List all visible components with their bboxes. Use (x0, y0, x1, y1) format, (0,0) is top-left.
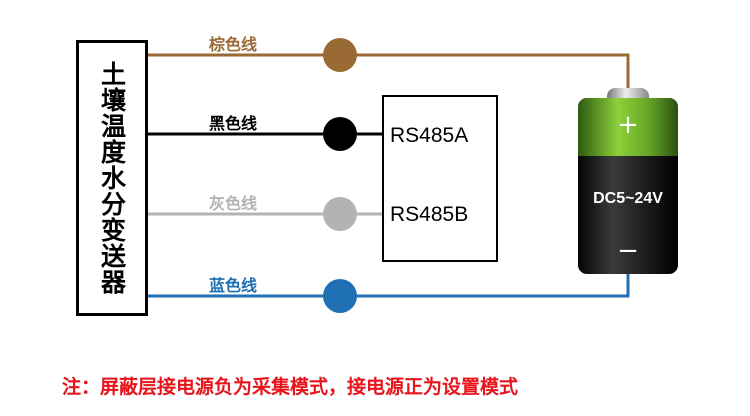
battery: + DC5~24V − (578, 88, 678, 274)
gray-terminal-dot (323, 197, 357, 231)
battery-minus-sign: − (617, 236, 639, 266)
rs485-box: RS485A RS485B (382, 95, 498, 262)
black-wire-label: 黑色线 (209, 114, 258, 133)
rs485a-label: RS485A (390, 124, 469, 147)
sensor-box: 土壤温度水分变送器 (76, 40, 148, 316)
gray-wire-label: 灰色线 (209, 194, 258, 213)
blue-wire-label: 蓝色线 (209, 276, 258, 295)
blue-wire (148, 272, 630, 298)
sensor-label: 土壤温度水分变送器 (97, 61, 127, 295)
brown-wire (148, 53, 630, 96)
brown-terminal-dot (323, 38, 357, 72)
black-terminal-dot (323, 117, 357, 151)
battery-body: + DC5~24V − (578, 98, 678, 274)
brown-wire-label: 棕色线 (209, 35, 258, 54)
note-text: 注：屏蔽层接电源负为采集模式，接电源正为设置模式 (62, 376, 519, 398)
battery-voltage-label: DC5~24V (593, 190, 663, 207)
battery-plus-sign: + (617, 110, 639, 140)
battery-green-band (578, 98, 678, 156)
blue-terminal-dot (323, 279, 357, 313)
rs485b-label: RS485B (390, 203, 469, 226)
